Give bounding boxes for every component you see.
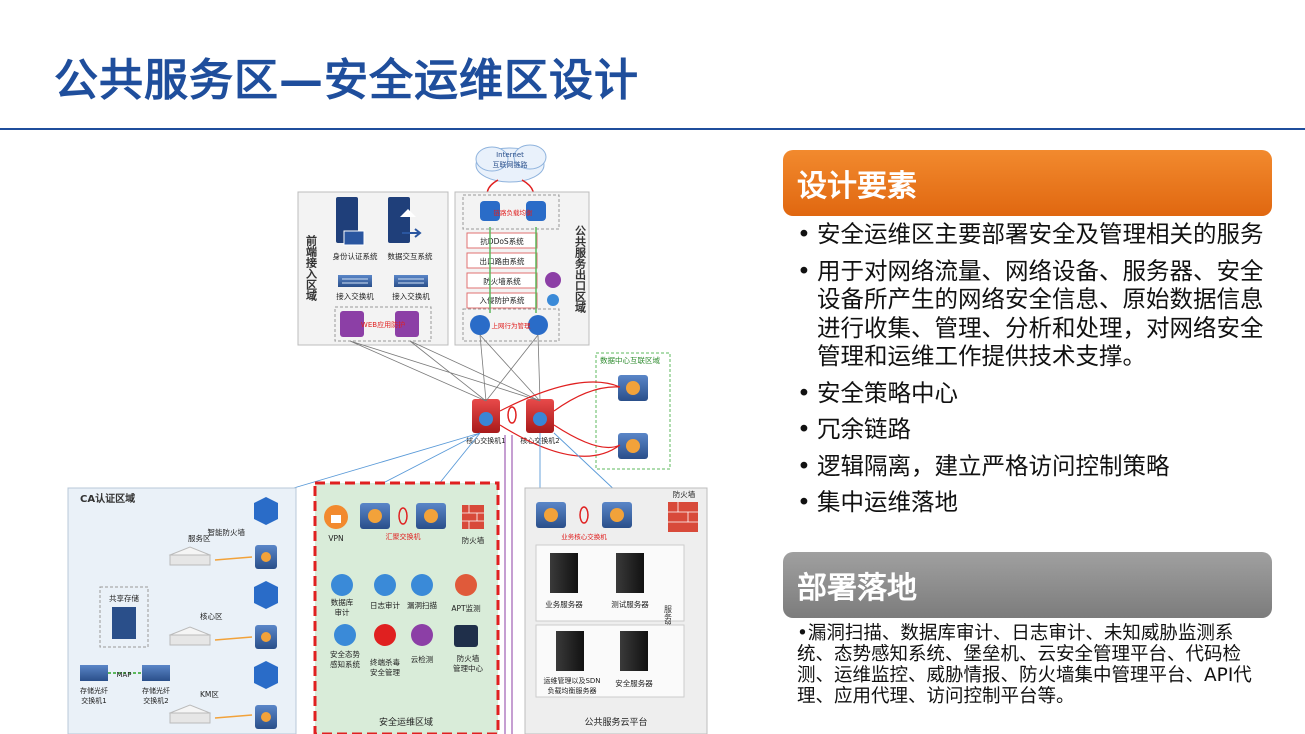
- title-divider: [0, 128, 1305, 130]
- behavior-mgmt-label: 上网行为管理: [492, 321, 532, 330]
- smart-firewall-label: 智能防火墙: [208, 527, 246, 537]
- storage-switch-1-label: 存储光纤交换机1: [80, 686, 108, 705]
- design-bullet: 集中运维落地: [795, 488, 1265, 517]
- cloud-firewall-label: 防火墙: [673, 489, 696, 499]
- db-audit-label: 数据库审计: [331, 597, 354, 617]
- ca-zone-box: [67, 487, 297, 734]
- vpn-icon: [324, 505, 348, 529]
- storage-switch-icon: [80, 665, 170, 681]
- anti-ddos-label: 抗DDoS系统: [480, 236, 524, 246]
- ips-label: 入侵防护系统: [480, 295, 525, 305]
- page-title: 公共服务区—安全运维区设计: [54, 55, 639, 106]
- ca-server-icon: [168, 546, 212, 724]
- deployment-text: •漏洞扫描、数据库审计、日志审计、未知威胁监测系统、态势感知系统、堡垒机、云安全…: [797, 623, 1252, 707]
- core-switch-icon: [472, 399, 554, 433]
- data-exchange-server-icon: [388, 197, 422, 243]
- access-switch-icon: [338, 275, 428, 287]
- dc-switch-icon: [618, 375, 648, 459]
- fw-center-icon: [454, 625, 478, 647]
- sec-server-label: 安全服务器: [615, 678, 653, 688]
- fw-center-label: 防火墙管理中心: [453, 653, 483, 673]
- behavior-mgmt-icon: [470, 315, 548, 335]
- service-zone-vertical-label: 服务器区: [664, 605, 673, 637]
- core-zone-label: 核心区: [200, 611, 223, 621]
- storage-switch-2-label: 存储光纤交换机2: [142, 686, 170, 705]
- service-zone-label: 服务区: [188, 533, 211, 543]
- cloud-platform-label: 公共服务云平台: [584, 716, 647, 728]
- ca-zone-label: CA认证区域: [80, 492, 135, 505]
- endpoint-label: 终端杀毒安全管理: [370, 657, 400, 677]
- frontend-zone-label: 前端接入区域: [305, 234, 318, 302]
- secops-zone-label: 安全运维区域: [379, 716, 433, 728]
- vuln-scan-icon: [411, 574, 433, 596]
- ca-firewall-stack: [254, 497, 278, 729]
- log-audit-icon: [374, 574, 396, 596]
- load-balancer-icon: [480, 201, 546, 221]
- dc-interconnect-label: 数据中心互联区域: [600, 355, 660, 365]
- ops-server-icon: [556, 631, 584, 671]
- security-stack: [466, 232, 561, 309]
- db-audit-icon: [331, 574, 353, 596]
- public-exit-zone-label: 公共服务出口区域: [574, 225, 587, 314]
- internet-cloud-icon: Internet 互联网链路: [475, 144, 547, 183]
- frontend-zone-box: [297, 191, 449, 346]
- vuln-scan-label: 漏洞扫描: [407, 600, 437, 610]
- network-diagram: Internet 互联网链路 前端接入区域 身份认证系统 数据交互系统 接入交换…: [67, 144, 708, 734]
- deployment-heading: 部署落地: [783, 552, 1272, 618]
- firewall-system-label: 防火墙系统: [483, 276, 521, 286]
- firewall-brick-icon: [462, 505, 484, 529]
- storage-icon: [112, 607, 136, 639]
- situation-label: 安全态势感知系统: [330, 649, 360, 669]
- map-label: MAP: [116, 671, 131, 679]
- identity-auth-label: 身份认证系统: [333, 251, 378, 261]
- cloud-detect-label: 云检测: [411, 654, 434, 664]
- agg-switch-label: 汇聚交换机: [386, 532, 421, 541]
- sec-server-icon: [620, 631, 648, 671]
- endpoint-icon: [374, 624, 396, 646]
- situation-icon: [334, 624, 356, 646]
- design-elements-heading: 设计要素: [783, 150, 1272, 216]
- apt-label: APT监测: [451, 603, 480, 613]
- access-switch-2-label: 接入交换机: [392, 291, 430, 301]
- internet-label: Internet: [496, 151, 524, 159]
- apt-icon: [455, 574, 477, 596]
- km-zone-label: KM区: [200, 690, 219, 699]
- test-server-icon: [616, 553, 644, 593]
- test-server-label: 测试服务器: [611, 599, 649, 609]
- secops-firewall-label: 防火墙: [462, 535, 485, 545]
- dc-interconnect-box: [595, 352, 671, 470]
- cloud-detect-icon: [411, 624, 433, 646]
- design-bullet: 用于对网络流量、网络设备、服务器、安全设备所产生的网络安全信息、原始数据信息进行…: [795, 257, 1265, 371]
- cloud-firewall-icon: [668, 502, 698, 532]
- biz-server-icon: [550, 553, 578, 593]
- core-switch-1-label: 核心交换机1: [466, 436, 505, 445]
- design-bullet: 逻辑隔离，建立严格访问控制策略: [795, 452, 1265, 481]
- design-bullet: 冗余链路: [795, 415, 1265, 444]
- design-bullet: 安全运维区主要部署安全及管理相关的服务: [795, 220, 1265, 249]
- waf-label: WEB应用防护: [361, 320, 405, 329]
- design-bullet-list: 安全运维区主要部署安全及管理相关的服务 用于对网络流量、网络设备、服务器、安全设…: [795, 220, 1265, 525]
- egress-router-label: 出口路由系统: [480, 256, 525, 266]
- waf-icon: [340, 311, 419, 337]
- identity-server-icon: [336, 197, 365, 246]
- biz-core-switch-label: 业务核心交换机: [561, 532, 607, 541]
- biz-server-label: 业务服务器: [545, 599, 583, 609]
- link-lb-label: 链路负载均衡: [494, 208, 534, 217]
- vpn-label: VPN: [328, 534, 343, 543]
- design-bullet: 安全策略中心: [795, 379, 1265, 408]
- agg-switch-icon: [360, 503, 446, 529]
- access-switch-1-label: 接入交换机: [336, 291, 374, 301]
- data-exchange-label: 数据交互系统: [388, 251, 433, 261]
- biz-core-switch-icon: [536, 502, 632, 528]
- shared-storage-label: 共享存储: [109, 593, 139, 603]
- log-audit-label: 日志审计: [370, 600, 400, 610]
- internet-link-label: 互联网链路: [493, 160, 528, 169]
